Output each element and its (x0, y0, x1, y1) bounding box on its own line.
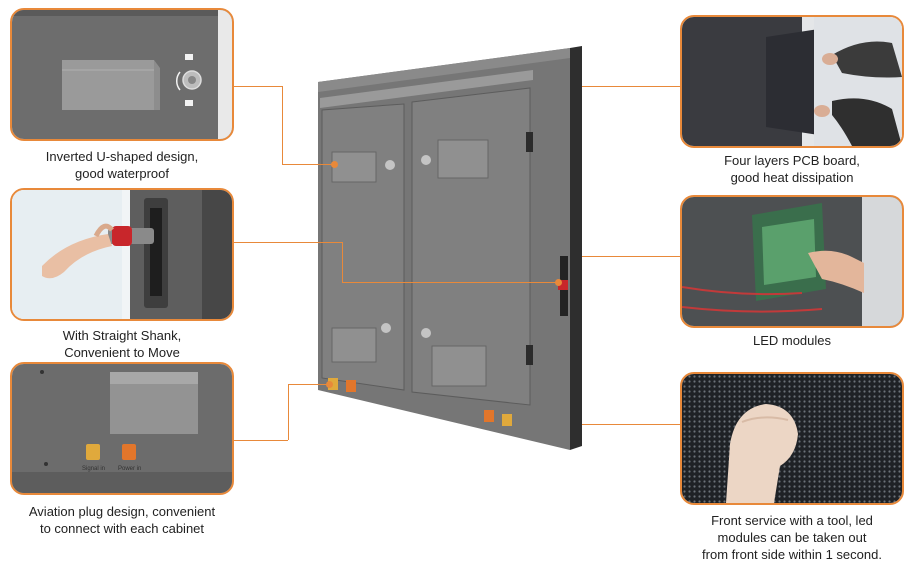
leader-line (282, 164, 334, 165)
leader-dot (331, 161, 338, 168)
caption-aviation-plug: Aviation plug design, convenient to conn… (28, 504, 216, 536)
leader-dot (326, 381, 333, 388)
power-in-label: Power in (118, 466, 141, 472)
photo-pcb-board (680, 15, 904, 148)
leader-line (342, 242, 343, 282)
leader-line (342, 282, 558, 283)
leader-line (582, 424, 680, 425)
caption-inverted-u: Inverted U-shaped design, good waterproo… (45, 149, 199, 181)
leader-line (288, 384, 330, 385)
leader-line (234, 440, 288, 441)
photo-inverted-u-lock (10, 8, 234, 141)
leader-line (234, 242, 342, 243)
caption-led-modules: LED modules (752, 333, 832, 348)
photo-straight-shank-handle (10, 188, 234, 321)
leader-line (288, 384, 289, 440)
leader-line (282, 86, 283, 164)
caption-straight-shank: With Straight Shank, Convenient to Move (62, 328, 182, 360)
photo-led-modules (680, 195, 904, 328)
leader-dot (555, 279, 562, 286)
photo-aviation-plug: Signal in Power in (10, 362, 234, 495)
caption-pcb-board: Four layers PCB board, good heat dissipa… (724, 153, 860, 185)
led-cabinet-product (308, 40, 588, 452)
leader-line (582, 256, 680, 257)
caption-front-service: Front service with a tool, led modules c… (702, 513, 882, 562)
signal-in-label: Signal in (82, 466, 105, 472)
leader-line (234, 86, 282, 87)
photo-front-service (680, 372, 904, 505)
leader-line (582, 86, 680, 87)
